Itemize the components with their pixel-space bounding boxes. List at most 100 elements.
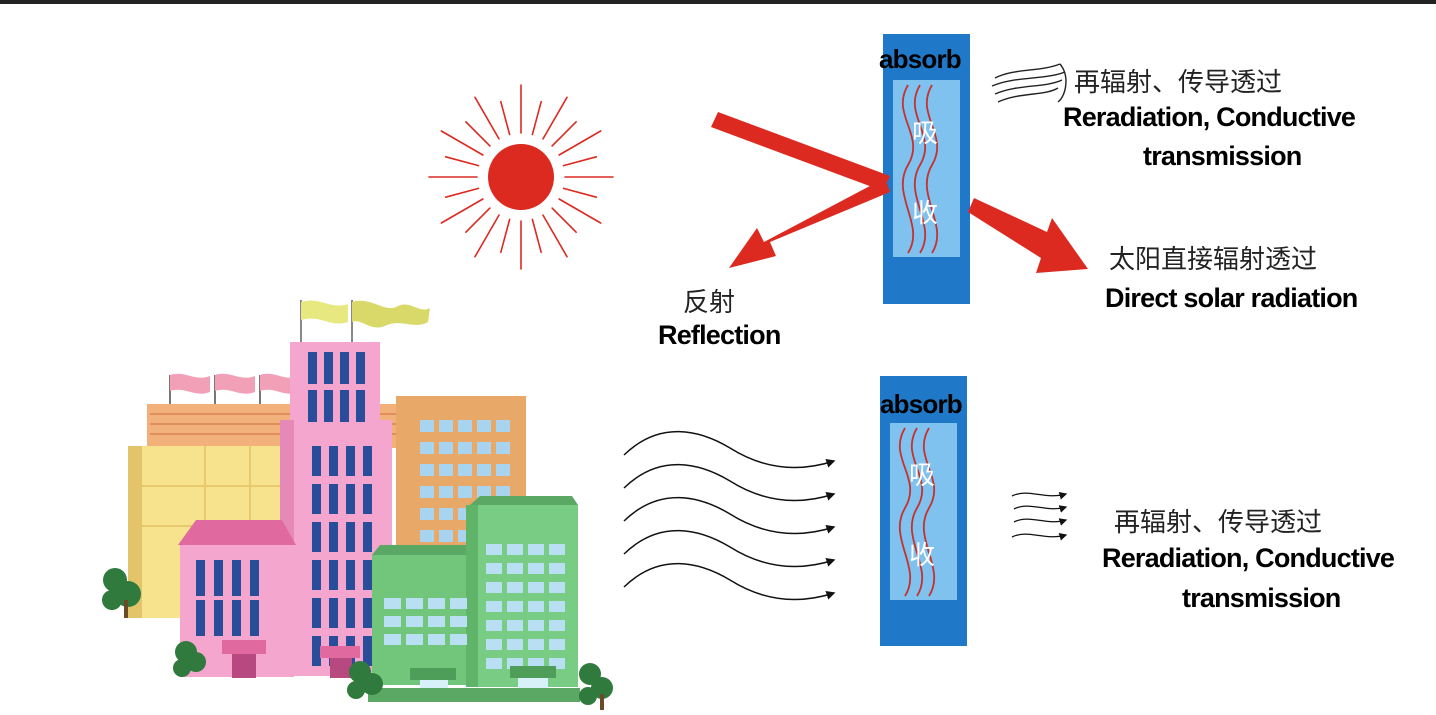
tower-window <box>308 390 317 422</box>
green-building-window <box>549 658 565 669</box>
green-building-window <box>528 544 544 555</box>
green-building-window <box>406 616 423 627</box>
sun-ray <box>500 218 511 254</box>
green-building-window <box>549 601 565 612</box>
sun-ray <box>440 198 484 224</box>
sun-ray <box>474 96 500 140</box>
orange-building-window <box>496 442 510 454</box>
top-border-strip <box>0 0 1436 4</box>
glass-char-2-top: 收 <box>912 199 939 229</box>
orange-building-window <box>420 464 434 476</box>
sun-ray <box>562 156 598 167</box>
orange-building-window <box>477 420 491 432</box>
orange-building-window <box>477 486 491 498</box>
green-building-window <box>528 563 544 574</box>
green-building-window <box>507 582 523 593</box>
reradiation-wave-icon-bottom <box>1011 492 1068 541</box>
green-building-window <box>507 620 523 631</box>
tower-window <box>363 598 372 628</box>
tower-window <box>329 446 338 476</box>
green-building-window <box>507 658 523 669</box>
absorb-label-bottom: absorb <box>880 389 963 419</box>
green-building-window <box>450 598 467 609</box>
orange-building-window <box>420 486 434 498</box>
tower-window <box>346 446 355 476</box>
sun-ray <box>542 214 568 258</box>
green-building-window <box>528 620 544 631</box>
green-building-window <box>528 639 544 650</box>
tower-window <box>340 390 349 422</box>
small-building-window <box>196 600 205 636</box>
reradiation-en-line2-bottom: transmission <box>1182 583 1341 613</box>
tower-window <box>324 390 333 422</box>
green-building-window <box>549 620 565 631</box>
tower-window <box>312 522 321 552</box>
orange-building-window <box>477 442 491 454</box>
sun-ray <box>531 100 542 136</box>
orange-building-window <box>420 508 434 520</box>
sun-ray <box>444 156 480 167</box>
tower-window <box>329 560 338 590</box>
green-building-window <box>486 601 502 612</box>
tower-window <box>340 352 349 384</box>
small-building-window <box>232 600 241 636</box>
tower-window <box>346 598 355 628</box>
green-building-window <box>528 601 544 612</box>
green-building-window <box>428 634 445 645</box>
green-building-window <box>549 563 565 574</box>
reradiation-en-line1-top: Reradiation, Conductive <box>1063 102 1356 132</box>
orange-building-window <box>439 508 453 520</box>
reflection-en: Reflection <box>658 320 781 350</box>
green-building-window <box>507 544 523 555</box>
green-building-window <box>486 563 502 574</box>
green-building-window <box>486 544 502 555</box>
small-building-window <box>250 600 259 636</box>
tower-window <box>363 636 372 666</box>
orange-building-window <box>420 530 434 542</box>
green-building-window <box>507 639 523 650</box>
green-building-window <box>384 616 401 627</box>
heat-wave-arrows <box>623 430 836 601</box>
green-building-window <box>384 634 401 645</box>
sun-ray <box>558 130 602 156</box>
tower-window <box>312 446 321 476</box>
absorption-wave-lines-bottom <box>898 427 936 597</box>
city-buildings-illustration <box>102 300 613 710</box>
tower-window <box>308 352 317 384</box>
tower-window <box>329 598 338 628</box>
green-building-window <box>428 598 445 609</box>
green-building-window <box>406 598 423 609</box>
tower-window <box>356 352 365 384</box>
sun-ray <box>558 198 602 224</box>
orange-building-window <box>439 442 453 454</box>
tower-window <box>312 484 321 514</box>
tower-window <box>346 484 355 514</box>
green-building-window <box>486 620 502 631</box>
sun-icon <box>428 84 614 270</box>
tower-window <box>312 560 321 590</box>
tower-window <box>329 484 338 514</box>
sun-ray <box>474 214 500 258</box>
green-building-window <box>507 601 523 612</box>
small-building-window <box>214 560 223 596</box>
sun-ray <box>465 207 491 233</box>
green-building-window <box>486 658 502 669</box>
tower-window <box>356 390 365 422</box>
tower-window <box>346 560 355 590</box>
glass-char-1-top: 吸 <box>912 119 939 149</box>
sun-ray <box>551 207 577 233</box>
green-building-window <box>528 582 544 593</box>
tower-window <box>324 352 333 384</box>
direct-radiation-en: Direct solar radiation <box>1105 283 1358 313</box>
small-building-window <box>232 560 241 596</box>
sun-ray <box>444 187 480 198</box>
tower-window <box>312 636 321 666</box>
small-building-window <box>214 600 223 636</box>
sun-ray <box>551 121 577 147</box>
reflection-cn: 反射 <box>683 288 736 318</box>
glass-pane-bottom <box>880 376 967 646</box>
orange-building-window <box>420 442 434 454</box>
green-building-window <box>486 639 502 650</box>
green-building-window <box>450 634 467 645</box>
